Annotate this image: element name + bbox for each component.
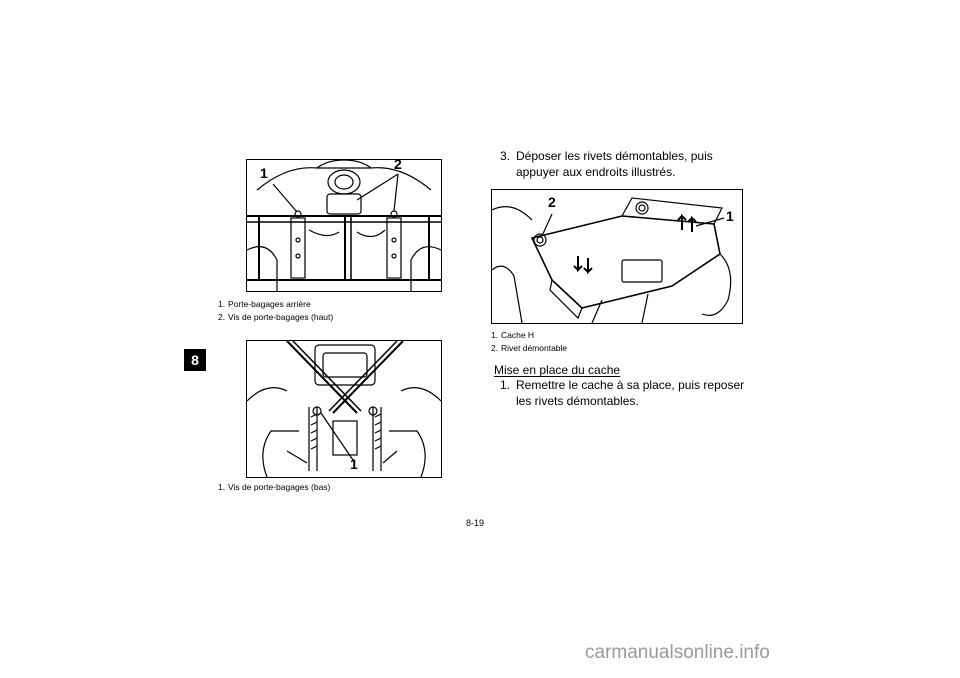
figure3-caption: 1. Cache H 2. Rivet démontable [491,329,567,355]
step-number: 1. [500,378,511,392]
callout-1: 1 [260,165,268,181]
callout-1: 1 [726,208,734,224]
caption-text: Vis de porte-bagages (bas) [228,482,331,492]
figure2-caption: 1. Vis de porte-bagages (bas) [218,481,330,494]
caption-item: 1. Porte-bagages arrière [218,298,333,311]
caption-text: Cache H [501,330,535,340]
caption-number: 2. [491,343,499,353]
caption-item: 2. Rivet démontable [491,342,567,355]
step-text: Déposer les rivets démontables, puis app… [516,149,713,179]
figure-lower-screws: 1 [246,340,442,478]
figure-rear-carrier: 1 2 [246,159,442,292]
step-number: 3. [500,149,511,163]
figure-cover-rivets: 2 1 [491,189,743,324]
caption-text: Porte-bagages arrière [228,299,311,309]
caption-number: 2. [218,312,226,322]
page-number: 8-19 [466,518,485,528]
caption-number: 1. [218,482,226,492]
caption-number: 1. [491,330,499,340]
caption-item: 1. Vis de porte-bagages (bas) [218,481,330,494]
caption-item: 1. Cache H [491,329,567,342]
caption-item: 2. Vis de porte-bagages (haut) [218,311,333,324]
cover-rivets-illustration [492,197,732,323]
section-subheading: Mise en place du cache [494,363,621,377]
callout-2: 2 [394,159,402,172]
rear-carrier-illustration [247,160,441,291]
callout-1: 1 [350,456,358,472]
watermark: carmanualsonline.info [585,642,770,663]
step-text: Remettre le cache à sa place, puis repos… [516,378,745,408]
lower-screws-illustration [247,341,441,477]
instruction-step-3: 3. Déposer les rivets démontables, puis … [500,148,750,180]
instruction-step-1: 1. Remettre le cache à sa place, puis re… [500,377,750,409]
caption-text: Rivet démontable [501,343,568,353]
callout-2: 2 [548,194,556,210]
figure1-caption: 1. Porte-bagages arrière 2. Vis de porte… [218,298,333,324]
chapter-tab: 8 [184,349,206,371]
caption-text: Vis de porte-bagages (haut) [228,312,334,322]
caption-number: 1. [218,299,226,309]
